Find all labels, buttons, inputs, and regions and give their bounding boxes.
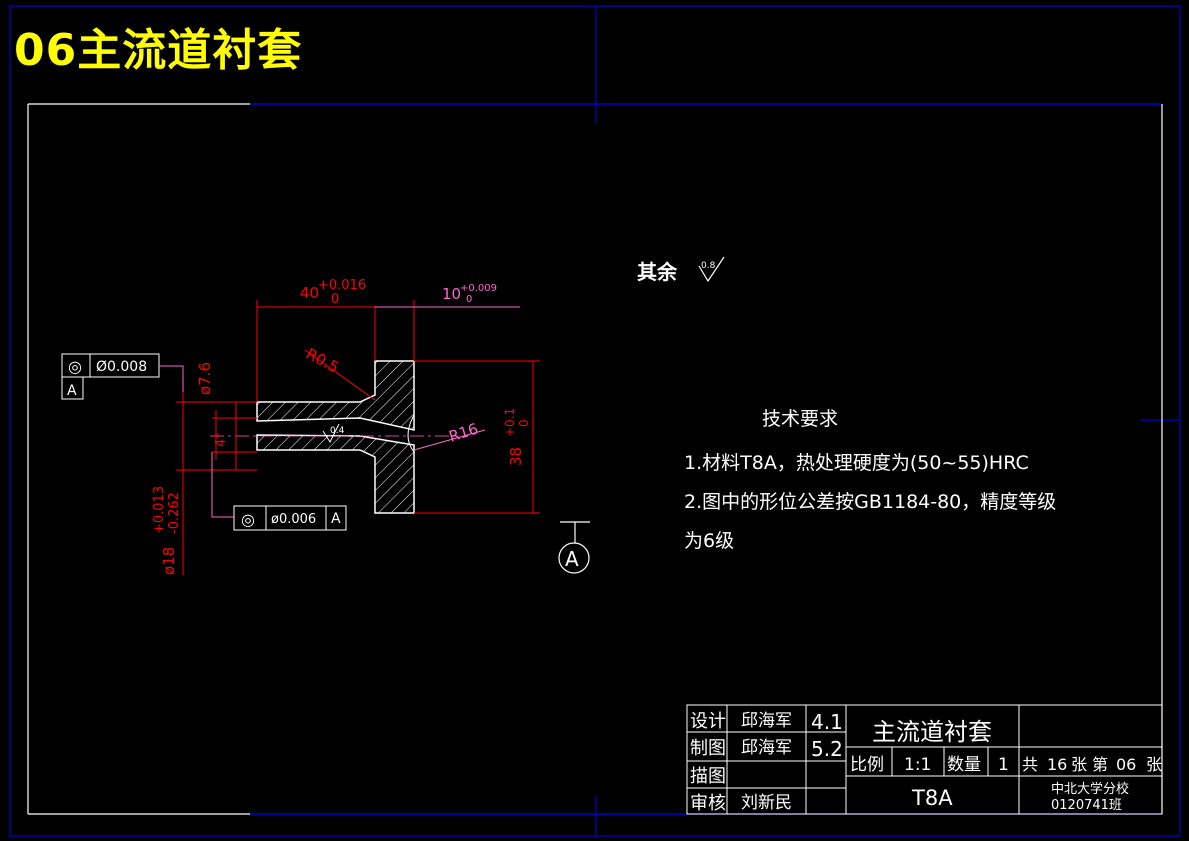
svg-text:5.2: 5.2	[811, 737, 843, 761]
spherical-recess	[407, 414, 415, 453]
svg-text:A: A	[565, 547, 579, 571]
roughness-symbol-inner: 0.4	[322, 423, 345, 444]
material: T8A	[911, 786, 953, 810]
hatched-section-lower	[256, 434, 415, 514]
svg-text:1: 1	[998, 755, 1009, 775]
svg-text:4.1: 4.1	[811, 710, 843, 734]
concentricity-icon: ◎	[241, 510, 255, 529]
tech-requirements: 技术要求 1.材料T8A，热处理硬度为(50~55)HRC 2.图中的形位公差按…	[684, 408, 1056, 552]
svg-text:刘新民: 刘新民	[741, 793, 792, 813]
tolerance-frame-lower: ◎ ø0.006 A	[211, 452, 347, 531]
surface-note: 其余 0.8	[637, 256, 725, 284]
svg-text:06: 06	[1116, 755, 1136, 774]
dim-40: 40	[300, 284, 319, 302]
svg-text:中北大学分校: 中北大学分校	[1051, 781, 1129, 797]
page-title: 06主流道衬套	[14, 25, 303, 76]
svg-text:0.4: 0.4	[330, 426, 345, 436]
dim-10-upper: +0.009	[460, 283, 497, 294]
tolerance-frame-upper: ◎ Ø0.008 A	[61, 353, 184, 400]
dim-38-lower: 0	[517, 419, 531, 427]
sheet-marks	[9, 5, 1181, 837]
tech-line-1: 1.材料T8A，热处理硬度为(50~55)HRC	[684, 452, 1029, 474]
dim-40-upper: +0.016	[318, 278, 366, 293]
svg-text:描图: 描图	[690, 766, 726, 787]
svg-text:Ø0.008: Ø0.008	[96, 359, 147, 375]
dim-38-upper: +0.1	[503, 408, 517, 437]
svg-text:数量: 数量	[947, 755, 981, 775]
dimensions	[176, 300, 540, 575]
dim-38: 38	[507, 447, 525, 466]
svg-text:其余: 其余	[637, 260, 678, 284]
svg-text:比例: 比例	[850, 755, 884, 775]
svg-text:1:1: 1:1	[904, 755, 931, 775]
svg-text:审核: 审核	[690, 793, 726, 814]
title-block: 设计 制图 描图 审核 邱海军 邱海军 刘新民 4.1 5.2 主流道衬套 比例…	[686, 704, 1163, 815]
dim-10: 10	[442, 285, 461, 303]
svg-text:A: A	[331, 511, 341, 527]
svg-text:ø0.006: ø0.006	[271, 512, 316, 527]
svg-text:0.8: 0.8	[701, 261, 716, 271]
dim-7-6: ø7.6	[196, 362, 214, 395]
dimension-texts: 40 +0.016 0 10 +0.009 0 38 +0.1 0 ø18 +0…	[152, 278, 531, 575]
dim-18: ø18	[160, 547, 178, 575]
roughness-icon	[698, 256, 725, 283]
dim-18-lower: -0.262	[167, 492, 182, 534]
svg-text:16: 16	[1047, 755, 1067, 774]
dim-r16: R16	[447, 420, 481, 446]
tech-line-2: 2.图中的形位公差按GB1184-80，精度等级	[684, 491, 1056, 513]
part-name: 主流道衬套	[872, 718, 992, 746]
concentricity-icon: ◎	[68, 357, 82, 376]
tech-title: 技术要求	[762, 408, 838, 430]
dim-40-lower: 0	[331, 292, 339, 307]
svg-text:张: 张	[1071, 755, 1087, 774]
datum-marker: A	[558, 521, 590, 574]
dim-18-upper: +0.013	[152, 486, 167, 534]
svg-text:邱海军: 邱海军	[741, 711, 792, 731]
svg-text:制图: 制图	[690, 738, 726, 759]
tech-line-3: 为6级	[684, 530, 734, 552]
part-section	[210, 360, 460, 514]
svg-text:设计: 设计	[690, 711, 726, 732]
svg-text:A: A	[67, 383, 77, 399]
dim-10-lower: 0	[466, 294, 472, 305]
svg-text:第: 第	[1092, 755, 1108, 774]
svg-text:张: 张	[1146, 755, 1162, 774]
dim-taper: 4°	[214, 432, 229, 447]
svg-text:共: 共	[1022, 755, 1038, 774]
svg-text:0120741班: 0120741班	[1051, 798, 1122, 813]
svg-text:邱海军: 邱海军	[741, 738, 792, 758]
